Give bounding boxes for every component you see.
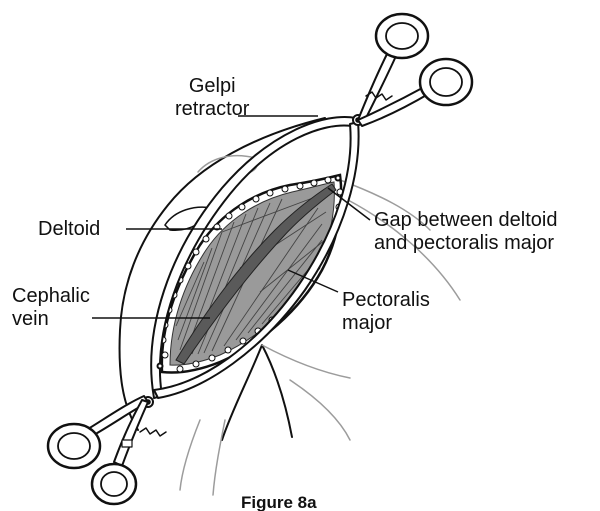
label-gelpi-retractor: Gelpi retractor xyxy=(175,75,249,121)
label-pectoralis-line1: Pectoralis xyxy=(342,289,430,312)
label-gelpi-line1: Gelpi xyxy=(175,75,249,98)
label-cephalic-line1: Cephalic xyxy=(12,285,90,308)
figure-caption: Figure 8a xyxy=(241,493,317,511)
label-pectoralis-line2: major xyxy=(342,312,430,335)
label-cephalic-vein: Cephalic vein xyxy=(12,285,90,331)
label-cephalic-line2: vein xyxy=(12,308,90,331)
label-gelpi-line2: retractor xyxy=(175,98,249,121)
label-pectoralis-major: Pectoralis major xyxy=(342,289,430,335)
label-gap: Gap between deltoid and pectoralis major xyxy=(374,209,557,255)
label-gap-line2: and pectoralis major xyxy=(374,232,557,255)
label-gap-line1: Gap between deltoid xyxy=(374,209,557,232)
label-deltoid: Deltoid xyxy=(38,218,100,241)
